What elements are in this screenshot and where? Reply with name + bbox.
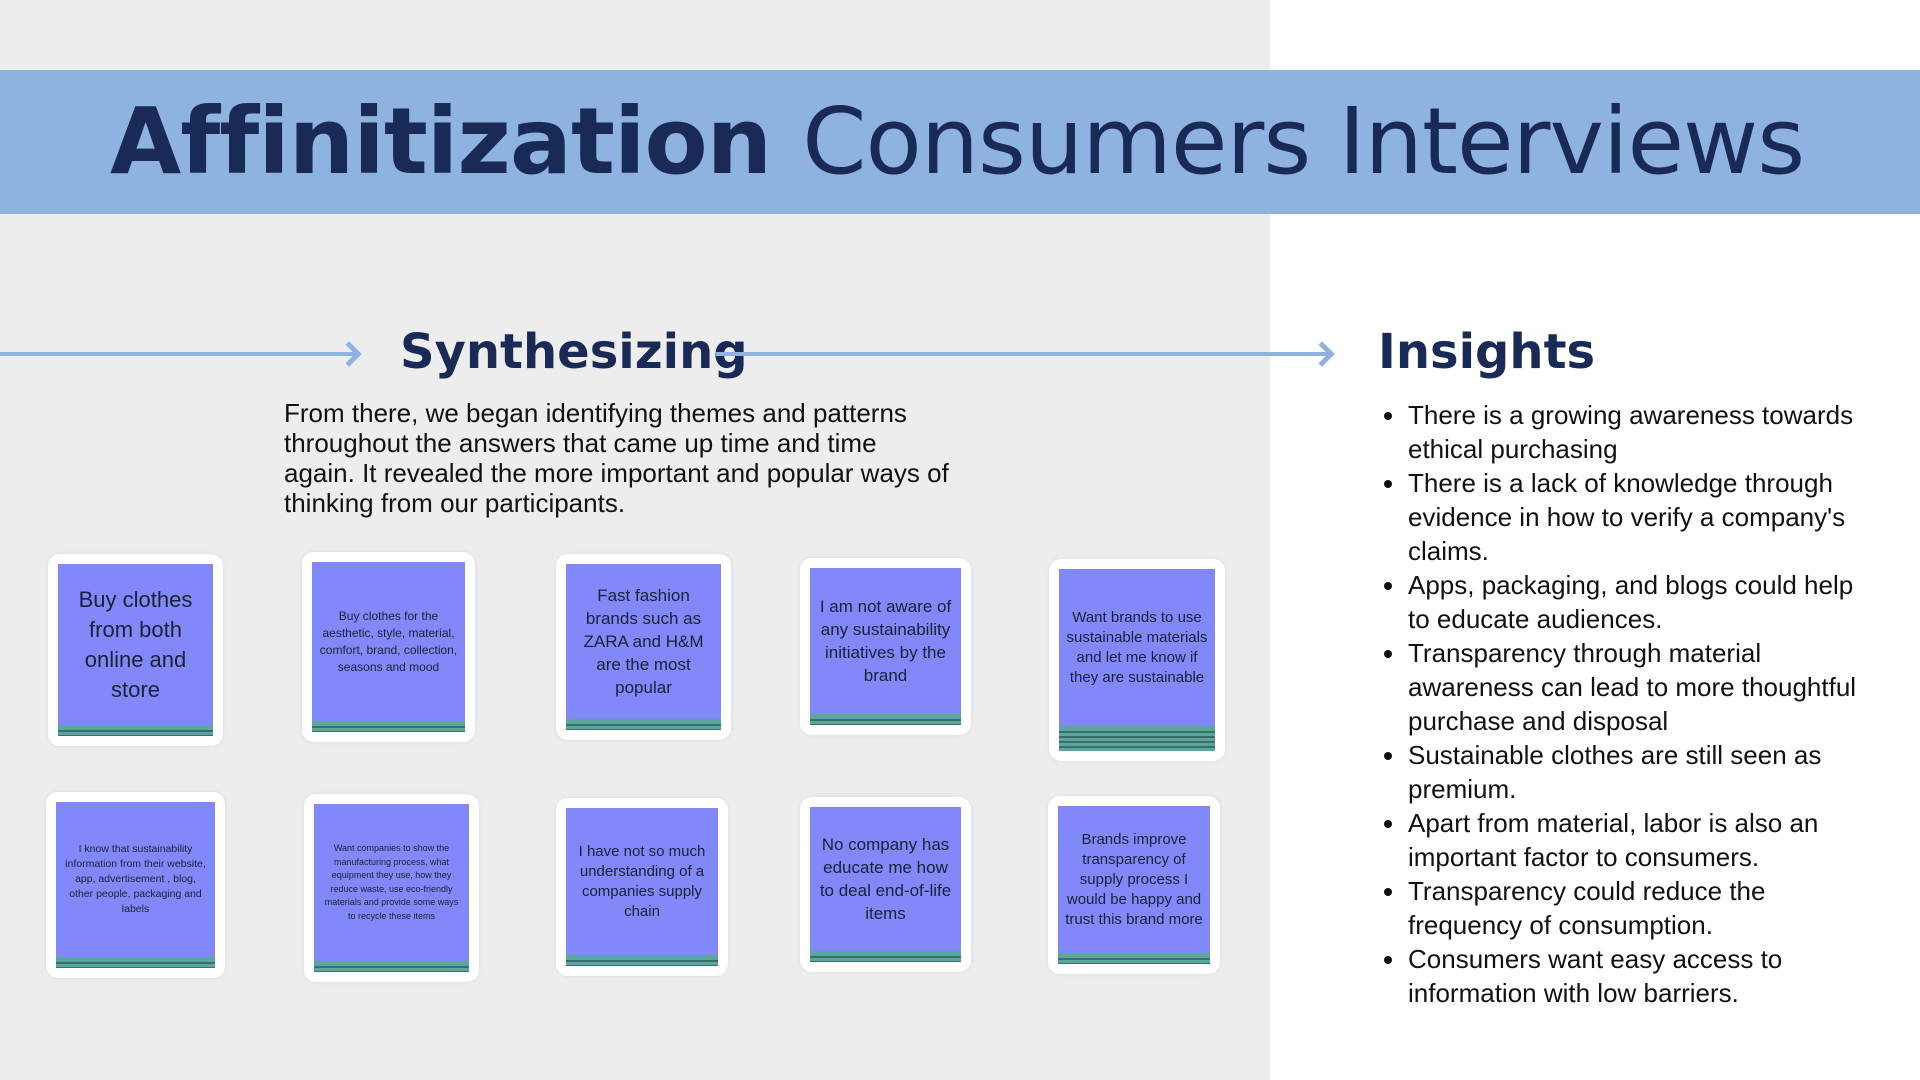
sticky-note-text: Buy clothes for the aesthetic, style, ma… <box>319 608 458 674</box>
sticky-note-card: Buy clothes from both online and store <box>48 554 223 746</box>
insight-item: Consumers want easy access to informatio… <box>1380 942 1880 1010</box>
sticky-note-card: I am not aware of any sustainability ini… <box>800 558 971 735</box>
sticky-note: I am not aware of any sustainability ini… <box>810 568 961 717</box>
insight-item: Transparency could reduce the frequency … <box>1380 874 1880 942</box>
sticky-note-text: Want brands to use sustainable materials… <box>1066 608 1208 686</box>
sticky-note: Buy clothes from both online and store <box>58 564 213 728</box>
page-title: Affinitization Consumers Interviews <box>110 86 1805 198</box>
page-title-light: Consumers Interviews <box>802 88 1805 195</box>
sticky-note: No company has educate me how to deal en… <box>810 807 961 954</box>
insights-list: There is a growing awareness towards eth… <box>1380 398 1880 1010</box>
sticky-note-card: No company has educate me how to deal en… <box>800 797 971 972</box>
sticky-note-card: Buy clothes for the aesthetic, style, ma… <box>302 552 475 742</box>
sticky-note-card: I have not so much understanding of a co… <box>556 798 728 976</box>
sticky-note-card: Fast fashion brands such as ZARA and H&M… <box>556 554 731 740</box>
sticky-note: Want brands to use sustainable materials… <box>1059 569 1215 729</box>
synthesizing-heading: Synthesizing <box>400 324 748 380</box>
sticky-note: Brands improve transparency of supply pr… <box>1058 806 1210 956</box>
arrow-right-icon <box>336 341 362 367</box>
insight-item: There is a growing awareness towards eth… <box>1380 398 1880 466</box>
sticky-note: I know that sustainability information f… <box>56 802 215 960</box>
sticky-note-text: Fast fashion brands such as ZARA and H&M… <box>583 586 704 697</box>
header-band <box>0 70 1920 214</box>
sticky-note-card: Want brands to use sustainable materials… <box>1049 559 1225 761</box>
sticky-note-text: I have not so much understanding of a co… <box>578 842 706 920</box>
arrow-left-line <box>0 352 356 356</box>
insight-item: Apps, packaging, and blogs could help to… <box>1380 568 1880 636</box>
arrow-middle-line <box>716 352 1330 356</box>
sticky-note-text: I am not aware of any sustainability ini… <box>819 597 952 685</box>
page-title-bold: Affinitization <box>110 88 772 195</box>
sticky-note-card: Brands improve transparency of supply pr… <box>1048 796 1220 974</box>
synthesizing-paragraph: From there, we began identifying themes … <box>284 398 949 518</box>
insight-item: There is a lack of knowledge through evi… <box>1380 466 1880 568</box>
sticky-note-text: Brands improve transparency of supply pr… <box>1065 830 1203 928</box>
sticky-note-card: I know that sustainability information f… <box>46 792 225 978</box>
sticky-note: Want companies to show the manufacturing… <box>314 804 469 964</box>
sticky-note-text: I know that sustainability information f… <box>65 843 206 915</box>
sticky-note-text: Buy clothes from both online and store <box>78 586 193 702</box>
insights-heading: Insights <box>1378 324 1596 380</box>
sticky-note-card: Want companies to show the manufacturing… <box>304 794 479 982</box>
sticky-note: Buy clothes for the aesthetic, style, ma… <box>312 562 465 724</box>
insight-item: Transparency through material awareness … <box>1380 636 1880 738</box>
sticky-note: I have not so much understanding of a co… <box>566 808 718 958</box>
sticky-note-text: No company has educate me how to deal en… <box>819 835 952 923</box>
sticky-note-text: Want companies to show the manufacturing… <box>324 843 459 921</box>
sticky-note: Fast fashion brands such as ZARA and H&M… <box>566 564 721 722</box>
insight-item: Apart from material, labor is also an im… <box>1380 806 1880 874</box>
insight-item: Sustainable clothes are still seen as pr… <box>1380 738 1880 806</box>
